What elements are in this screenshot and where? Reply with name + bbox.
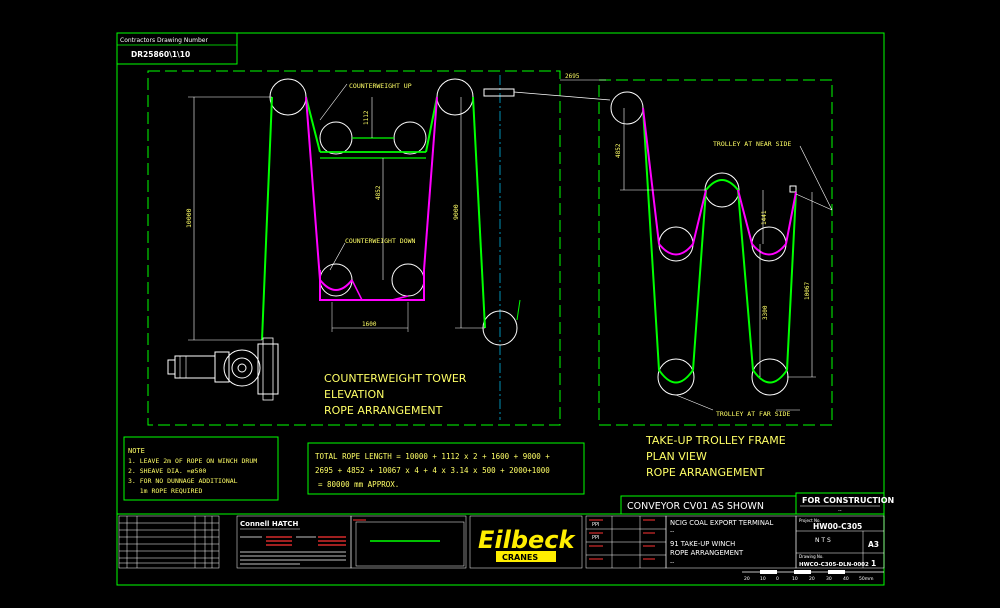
rope-calc-line: = 80000 mm APPROX.: [318, 480, 399, 489]
dim-10000: 10000: [185, 208, 193, 228]
rope-length-box: TOTAL ROPE LENGTH = 10000 + 1112 x 2 + 1…: [307, 442, 585, 495]
scale-tick: 20: [809, 576, 815, 582]
note-item: 3. FOR NO DUNNAGE ADDITIONAL: [128, 477, 238, 485]
scale-bar: 20 10 0 10 20 30 40 50mm: [742, 570, 884, 582]
dim-1112: 1112: [363, 110, 370, 125]
project-dash-1: --: [670, 528, 674, 535]
note-item: 1. LEAVE 2m OF ROPE ON WINCH DRUM: [128, 457, 257, 465]
winch-assembly: [167, 337, 279, 401]
signoff-table: [585, 515, 667, 569]
plan-view: 4852 1441 3300 10067 TROLLEY AT NEAR SID…: [610, 91, 833, 479]
notes-title: NOTE: [128, 447, 145, 455]
project-dash-2: --: [670, 559, 674, 566]
drawing-title-1: 91 TAKE-UP WINCH: [670, 540, 735, 548]
scale-tick: 0: [776, 576, 779, 582]
svg-text:PPI: PPI: [592, 522, 600, 528]
dim-10067: 10067: [804, 282, 811, 300]
label-trolley-near: TROLLEY AT NEAR SIDE: [713, 140, 791, 148]
svg-text:PPI: PPI: [592, 535, 600, 541]
project-name: NCIG COAL EXPORT TERMINAL: [670, 519, 774, 527]
drawing-number: DR25860\1\10: [131, 50, 190, 59]
eilbeck-logo: Eilbeck: [478, 526, 577, 554]
company-logo: Connell HATCH: [240, 520, 299, 528]
dim-4852-plan: 4852: [615, 143, 622, 158]
dim-9000: 9000: [452, 204, 460, 220]
dim-2695: 2695: [565, 73, 580, 80]
revision-number: 1: [871, 559, 876, 568]
scale-tick: 40: [843, 576, 849, 582]
plan-title-2: PLAN VIEW: [646, 450, 707, 463]
label-trolley-far: TROLLEY AT FAR SIDE: [716, 410, 790, 418]
scale-tick: 20: [744, 576, 750, 582]
scale-value: N T S: [815, 537, 831, 544]
note-item: 2. SHEAVE DIA. =ø500: [128, 467, 206, 475]
revision-table: [118, 515, 220, 569]
drawing-no-label: Drawing No.: [799, 554, 824, 559]
drawing-number-box: Contractors Drawing Number DR25860\1\10: [116, 32, 238, 65]
status-label: FOR CONSTRUCTION: [802, 496, 894, 505]
dim-4852-elev: 4852: [375, 185, 382, 200]
svg-text:--: --: [838, 508, 842, 514]
label-counterweight-down: COUNTERWEIGHT DOWN: [345, 237, 416, 245]
dim-3300: 3300: [762, 305, 769, 320]
project-number: HW00-C305: [813, 522, 862, 531]
elevation-view: 10000 1112 4852 9000 1600 2695 COUNTERWE…: [167, 73, 611, 420]
plan-title-3: ROPE ARRANGEMENT: [646, 466, 765, 479]
eilbeck-logo-sub: CRANES: [502, 553, 538, 562]
note-item: 1m ROPE REQUIRED: [128, 487, 202, 495]
notes-box: NOTE 1. LEAVE 2m OF ROPE ON WINCH DRUM 2…: [123, 436, 279, 501]
label-counterweight-up: COUNTERWEIGHT UP: [349, 82, 412, 90]
scale-tick: 30: [826, 576, 832, 582]
conveyor-note: CONVEYOR CV01 AS SHOWN: [627, 501, 764, 512]
drawing-number-footer: HWCO-C305-DLN-0002: [799, 562, 869, 568]
dim-1600: 1600: [362, 321, 377, 328]
scale-tick: 50mm: [859, 576, 874, 582]
elevation-title-2: ELEVATION: [324, 388, 384, 401]
project-no-label: Project No.: [799, 518, 821, 523]
drawing-title-2: ROPE ARRANGEMENT: [670, 549, 744, 557]
rope-calc-line: TOTAL ROPE LENGTH = 10000 + 1112 x 2 + 1…: [315, 452, 550, 461]
title-block: CONVEYOR CV01 AS SHOWN FOR CONSTRUCTION …: [117, 492, 894, 582]
elevation-boundary: [147, 70, 561, 426]
plan-title-1: TAKE-UP TROLLEY FRAME: [645, 434, 786, 447]
scale-tick: 10: [760, 576, 766, 582]
rope-calc-line: 2695 + 4852 + 10067 x 4 + 4 x 3.14 x 500…: [315, 466, 550, 475]
sheet-size: A3: [868, 540, 879, 549]
scale-tick: 10: [792, 576, 798, 582]
drawing-number-label: Contractors Drawing Number: [120, 37, 208, 44]
elevation-title-3: ROPE ARRANGEMENT: [324, 404, 443, 417]
sheet-border: [116, 32, 885, 586]
dim-1441: 1441: [761, 210, 768, 225]
elevation-title-1: COUNTERWEIGHT TOWER: [324, 372, 467, 385]
